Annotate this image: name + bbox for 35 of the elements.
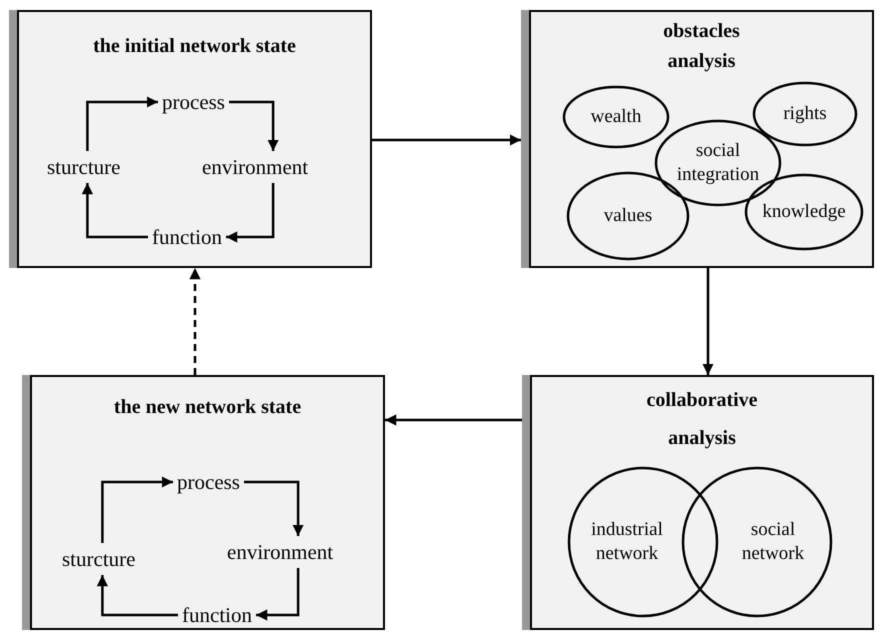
arrow [229,100,279,151]
panel-title: the new network state [112,395,302,420]
panel-title: obstacles analysis [662,19,741,74]
arrow [82,183,148,238]
ellipse-label: knowledge [762,200,846,224]
ellipse-label: social integration [676,139,760,187]
arrow [96,575,178,616]
concept-ellipse [753,82,857,146]
arrow [244,480,304,536]
concept-ellipse [563,86,669,148]
cycle-label: function [182,603,252,627]
venn-circle [682,467,832,617]
arrow [86,96,158,151]
arrow [385,414,522,426]
arrow [226,183,274,243]
ellipse-label: industrial network [590,518,664,566]
arrow [189,268,201,375]
cycle-label: environment [227,540,334,564]
arrow [101,476,173,543]
arrow [256,568,300,621]
arrow [372,134,521,146]
cycle-label: process [177,470,240,494]
ellipse-label: rights [783,102,827,126]
ellipse-label: social network [740,518,806,566]
cycle-label: sturcture [62,547,136,571]
arrow [702,268,714,375]
venn-circle [568,467,718,617]
ellipse-label: wealth [590,105,642,129]
cycle-label: process [162,90,225,114]
cycle-label: function [152,225,222,249]
cycle-label: environment [202,155,308,179]
panel-title: collaborative analysis [645,388,759,451]
ellipse-label: values [604,204,652,228]
cycle-label: sturcture [47,155,120,179]
panel-title: the initial network state [92,34,297,59]
